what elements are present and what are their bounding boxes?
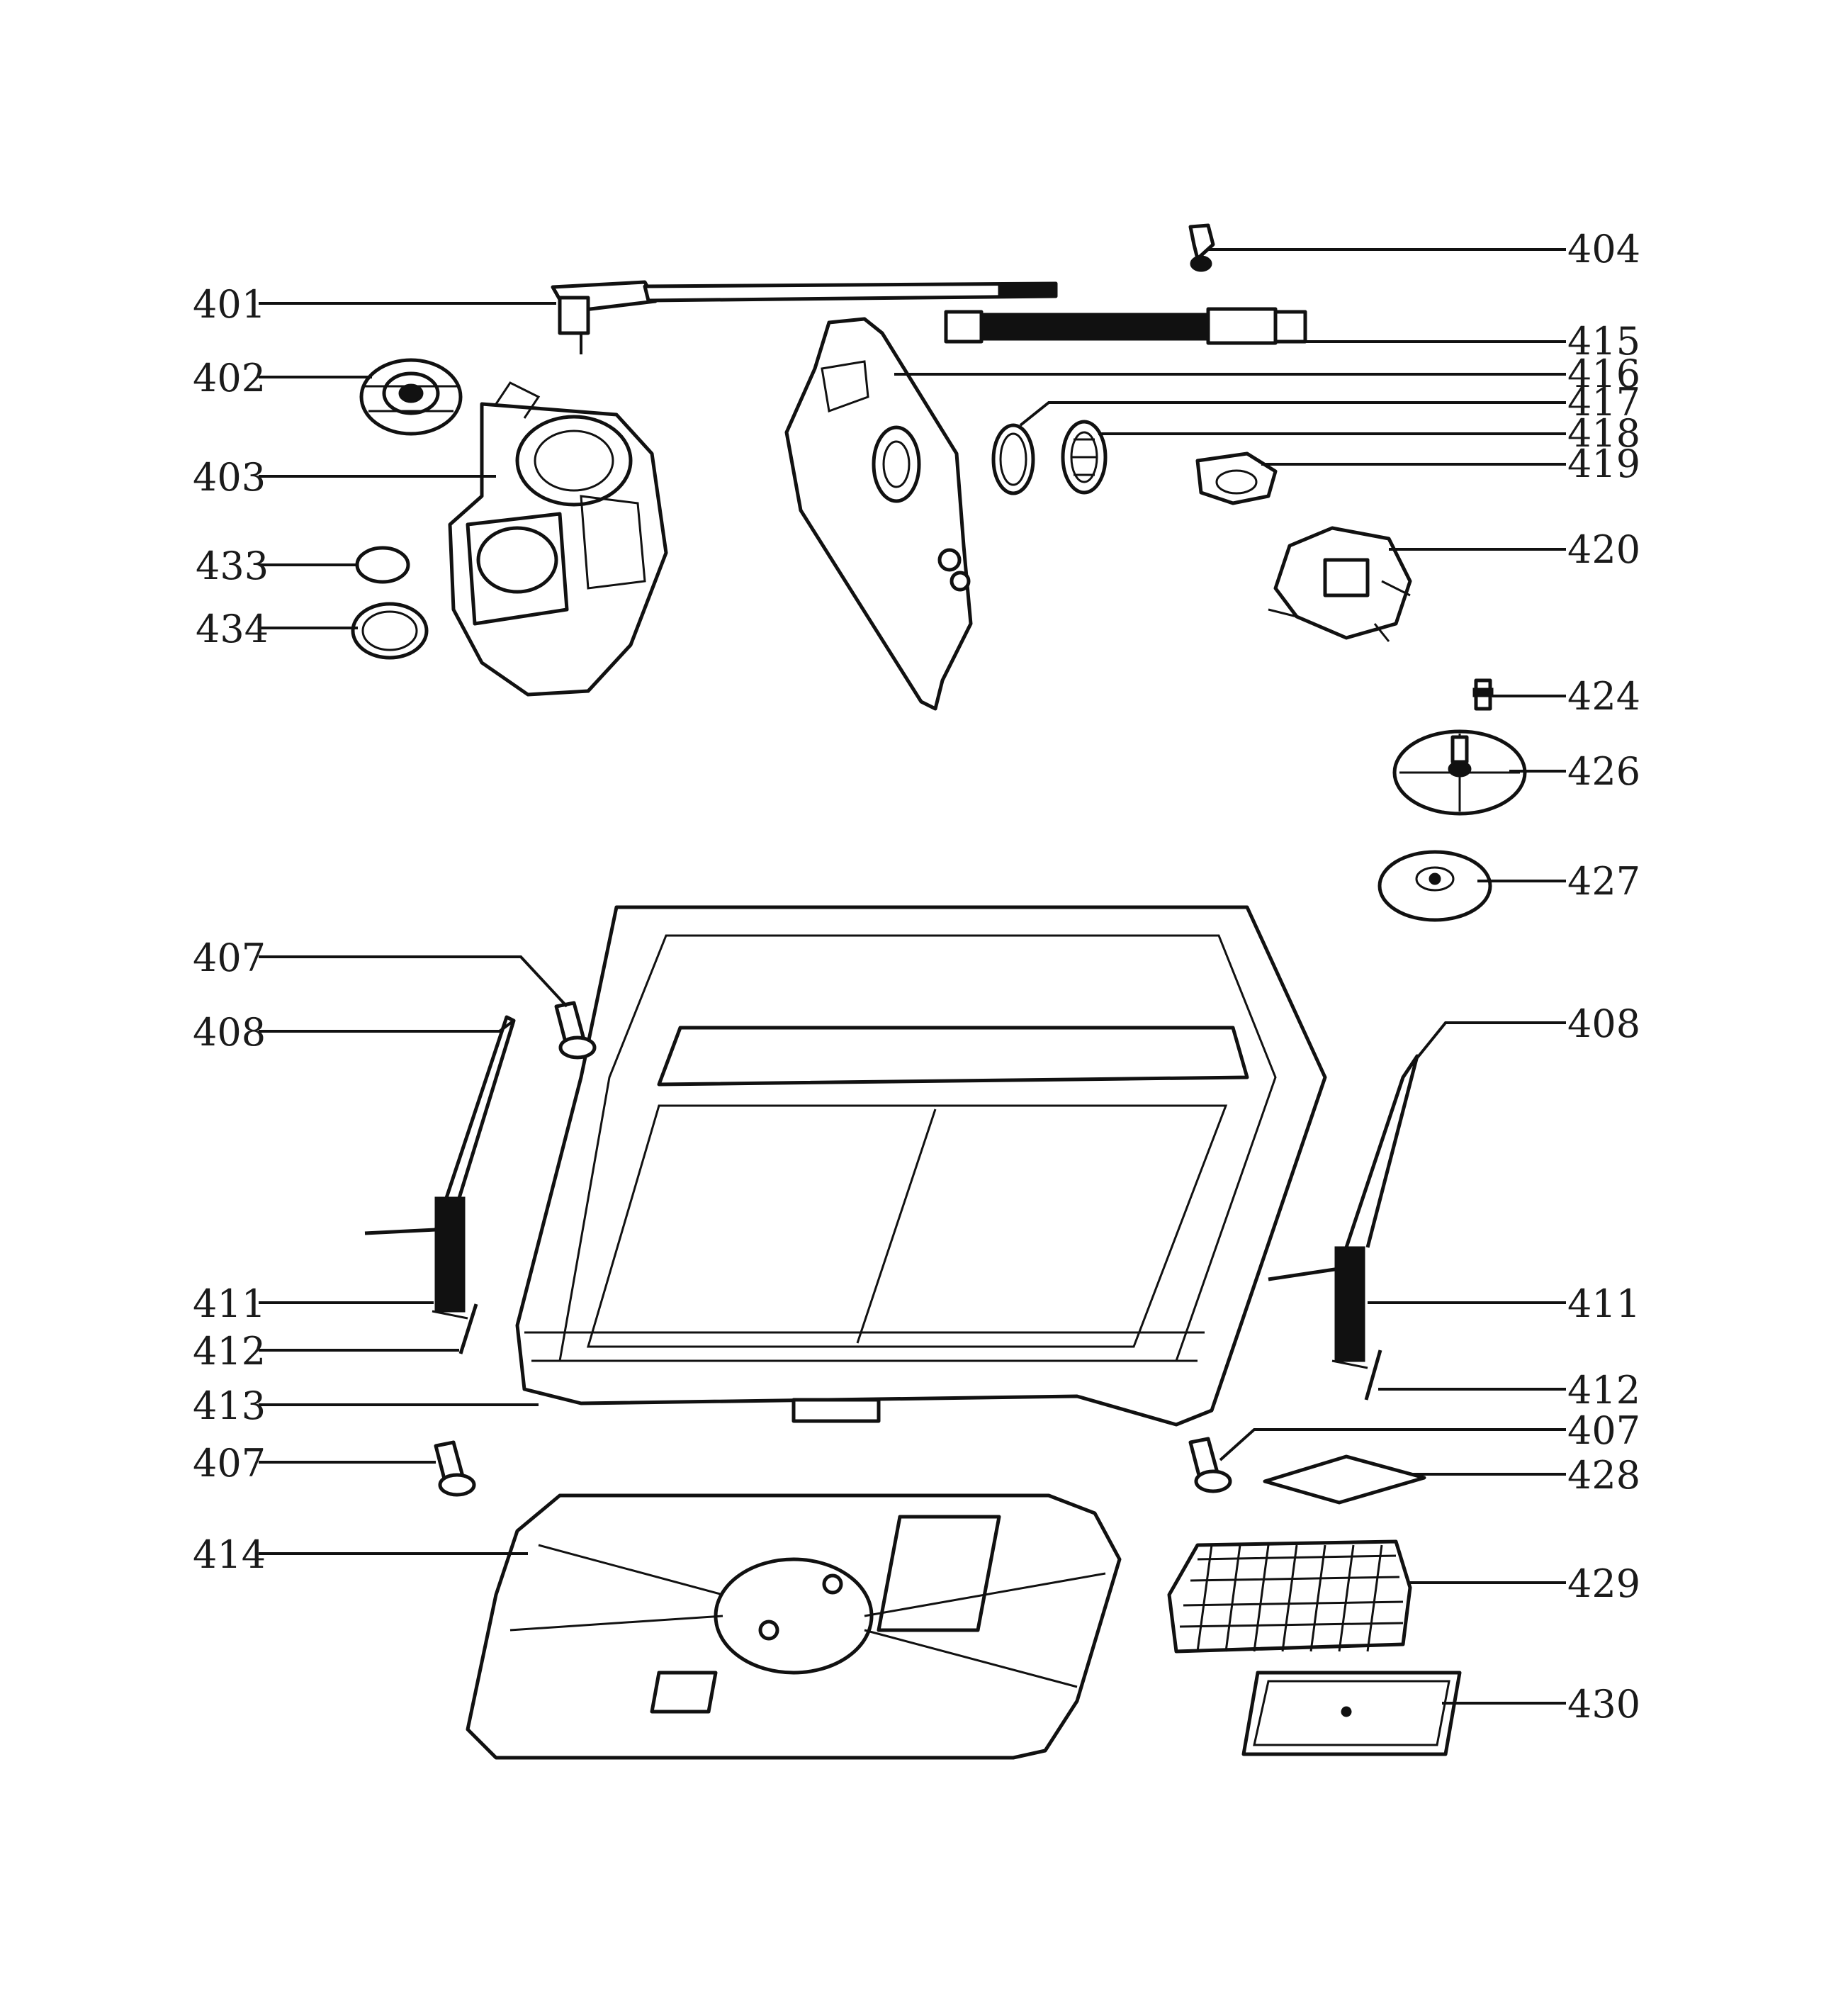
- knob-wheel: [359, 358, 463, 436]
- part-label: 415: [1567, 319, 1640, 364]
- part-label: 404: [1567, 227, 1640, 271]
- part-labels: 401 402 403 433 434 404 415 416 417 418 …: [193, 227, 1640, 1727]
- part-label: 428: [1567, 1453, 1640, 1498]
- part-label: 417: [1567, 380, 1640, 425]
- rod-left: [364, 1015, 516, 1235]
- o-ring: [991, 423, 1035, 495]
- part-label: 433: [196, 544, 269, 588]
- corrugated-hose: [944, 307, 1307, 345]
- screw-top: [1188, 223, 1215, 272]
- leader-lines: [259, 248, 1566, 1705]
- part-label: 418: [1567, 411, 1640, 456]
- part-label: 407: [193, 936, 266, 980]
- pin-left: [458, 1303, 478, 1354]
- filter-disc: [1061, 420, 1108, 495]
- tray: [1241, 1671, 1462, 1756]
- screw-upper-left: [554, 1001, 597, 1060]
- spring-right: [1331, 1246, 1368, 1369]
- seal-ring-small: [355, 546, 410, 584]
- rod-right: [1268, 1054, 1419, 1281]
- base-plate: [466, 1493, 1122, 1760]
- part-label: 429: [1567, 1561, 1640, 1606]
- power-cord: [551, 280, 1058, 354]
- filter-block: [1167, 1539, 1412, 1654]
- pin-right: [1364, 1349, 1382, 1401]
- part-label: 411: [1567, 1281, 1640, 1326]
- gasket-sheet: [1263, 1454, 1426, 1505]
- part-label: 408: [193, 1010, 266, 1055]
- base-frame: [515, 905, 1327, 1427]
- part-label: 420: [1567, 527, 1640, 572]
- part-label: 426: [1567, 749, 1640, 794]
- part-label: 416: [1567, 352, 1640, 396]
- screw-lower-right: [1188, 1437, 1232, 1493]
- spring-left: [432, 1196, 468, 1320]
- pump-part: [1195, 451, 1278, 505]
- part-label: 412: [193, 1329, 266, 1374]
- part-label: 403: [193, 455, 266, 500]
- sump-housing: [784, 317, 973, 711]
- small-clip: [1472, 678, 1494, 711]
- part-drawings: [351, 223, 1527, 1760]
- part-label: 424: [1567, 674, 1640, 719]
- part-label: 407: [193, 1441, 266, 1486]
- part-label: 427: [1567, 859, 1640, 904]
- base-disc: [1377, 850, 1492, 922]
- screw-lower-left: [434, 1440, 476, 1497]
- part-label: 411: [193, 1281, 266, 1326]
- part-label: 419: [1567, 442, 1640, 486]
- part-label: 401: [193, 282, 266, 327]
- detergent-dispenser: [448, 381, 668, 697]
- seal-ring-large: [351, 602, 429, 660]
- part-label: 434: [196, 607, 269, 651]
- part-label: 407: [1567, 1408, 1640, 1453]
- bracket-assembly: [1268, 526, 1412, 642]
- part-label: 408: [1567, 1001, 1640, 1046]
- part-label: 412: [1567, 1368, 1640, 1413]
- part-label: 413: [193, 1384, 266, 1428]
- part-label: 402: [193, 356, 266, 400]
- spray-hub: [1392, 729, 1527, 816]
- part-label: 414: [193, 1532, 266, 1577]
- part-label: 430: [1567, 1682, 1640, 1727]
